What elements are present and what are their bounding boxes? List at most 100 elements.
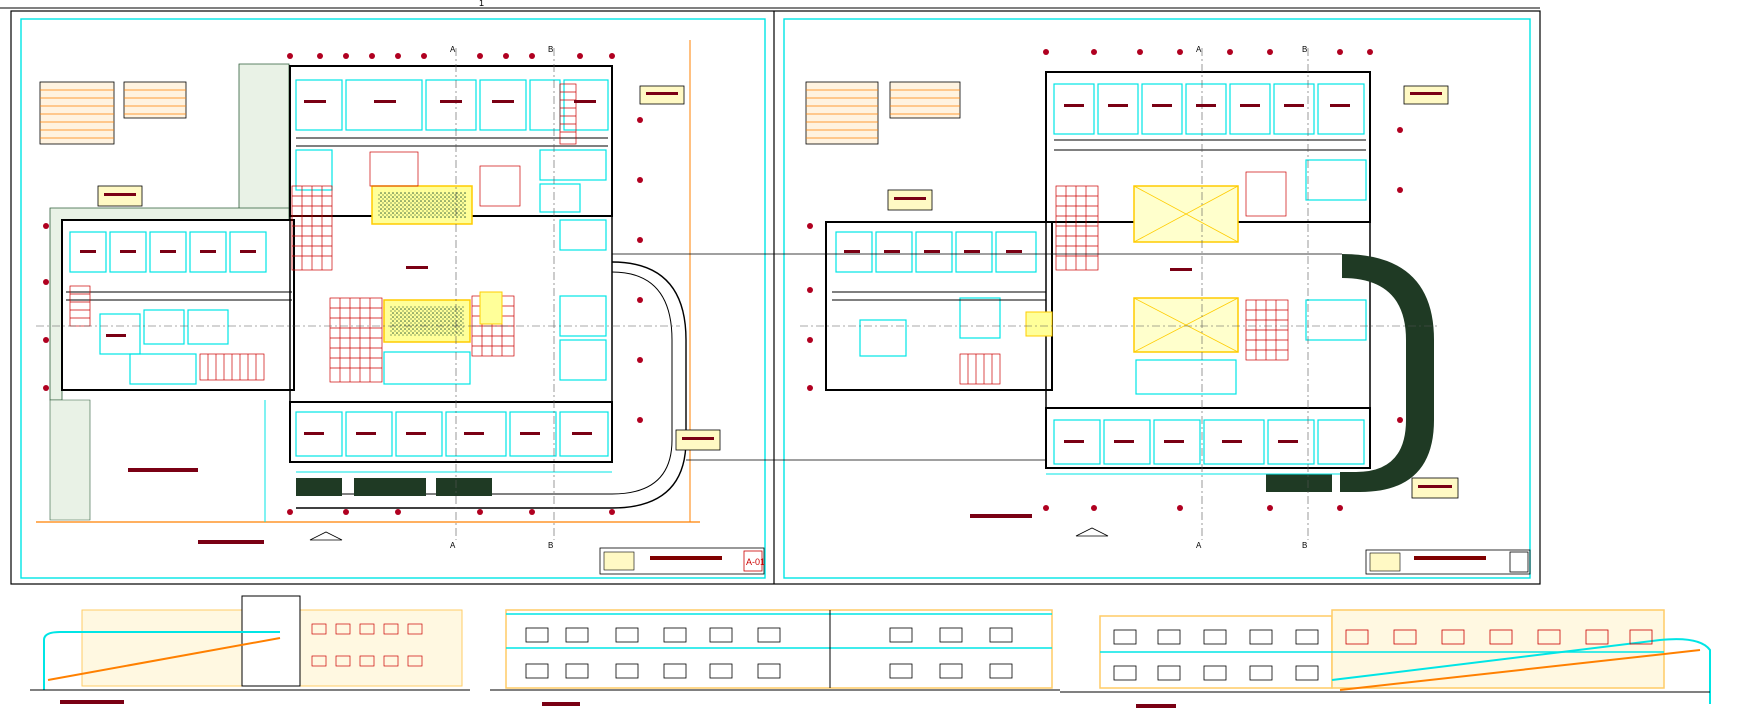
window <box>709 663 733 679</box>
grid-bubble <box>609 509 615 515</box>
room <box>295 149 333 191</box>
grid-bubble <box>637 237 643 243</box>
window <box>1393 629 1417 645</box>
window <box>939 627 963 643</box>
note-text <box>1410 92 1442 95</box>
floor-plan-1: A B A B <box>36 40 765 575</box>
room-tag <box>1152 104 1172 107</box>
logo-seal <box>1369 552 1401 572</box>
window <box>359 623 375 635</box>
title-block <box>599 547 765 575</box>
north-arrow <box>309 531 343 541</box>
room-tag <box>1114 440 1134 443</box>
title-block <box>1365 549 1531 575</box>
toilet-block <box>369 151 419 187</box>
room <box>99 313 141 355</box>
grid-bubble <box>343 509 349 515</box>
tiled-area <box>1055 185 1099 271</box>
room <box>479 79 527 131</box>
window <box>1113 665 1137 681</box>
window <box>615 663 639 679</box>
window <box>1295 629 1319 645</box>
room <box>995 231 1037 273</box>
courtyard-planting <box>390 306 464 336</box>
window <box>1157 629 1181 645</box>
room <box>295 411 343 457</box>
ramp-slope <box>47 637 281 681</box>
window <box>525 627 549 643</box>
window <box>989 627 1013 643</box>
room <box>295 79 343 131</box>
grid-axes-2 <box>800 48 1440 540</box>
courtyard-void-cross <box>1133 185 1239 243</box>
room <box>69 231 107 273</box>
room <box>1305 159 1367 201</box>
room <box>563 79 609 131</box>
title-block-2 <box>1365 549 1531 575</box>
room <box>1053 83 1095 135</box>
grid-bubble <box>317 53 323 59</box>
room <box>955 231 993 273</box>
south-wing-outline <box>1045 407 1371 469</box>
room <box>539 183 581 213</box>
window <box>1441 629 1465 645</box>
room-tags-2 <box>844 104 1350 518</box>
window <box>615 627 639 643</box>
room <box>959 297 1001 339</box>
window <box>1585 629 1609 645</box>
title-block-1: A-01 <box>599 547 765 575</box>
schedule-table <box>805 81 879 145</box>
tile-grid <box>330 298 382 382</box>
window <box>1489 629 1513 645</box>
grid-bubble <box>577 53 583 59</box>
drawing-title-tag <box>198 540 264 544</box>
grid-axes-1 <box>36 48 680 540</box>
north-arrow <box>1075 527 1109 537</box>
ramp-segment <box>436 478 492 496</box>
elevation-1 <box>30 595 470 704</box>
room <box>345 411 393 457</box>
window <box>1203 665 1227 681</box>
elevation-2 <box>490 609 1060 706</box>
stair-treads <box>560 91 576 133</box>
window <box>1249 665 1273 681</box>
note-boxes-2 <box>887 85 1459 499</box>
room-tag <box>406 432 426 435</box>
curved-ramp-inner <box>296 271 673 495</box>
room <box>187 309 229 345</box>
room <box>1317 83 1365 135</box>
grid-bubble <box>343 53 349 59</box>
grid-bubble <box>43 337 49 343</box>
room-tag <box>304 432 324 435</box>
grid-bubble <box>287 53 293 59</box>
ramp-segments-1 <box>296 478 492 496</box>
grid-bubble <box>1043 49 1049 55</box>
sheet-frames: 1 <box>0 0 1541 585</box>
room-tag <box>160 250 176 253</box>
schedule-tables-2 <box>805 81 961 145</box>
room-tag <box>924 250 940 253</box>
landscape-hatch-north <box>238 63 290 221</box>
note-text <box>646 92 678 95</box>
room-tag <box>572 432 592 435</box>
grid-top-label: 1 <box>479 0 484 8</box>
room <box>1267 419 1315 465</box>
window <box>565 627 589 643</box>
room-tags-1 <box>80 100 596 544</box>
east-rooms-1 <box>559 219 607 381</box>
landscape-hatch-sw <box>49 399 91 521</box>
grid-bubble <box>421 53 427 59</box>
west-wing-rooms <box>69 231 267 385</box>
room <box>395 411 443 457</box>
window <box>311 623 327 635</box>
room <box>1229 83 1271 135</box>
sheet-1-border <box>20 18 766 579</box>
window-row <box>311 623 423 667</box>
grid-label-b: B <box>1302 45 1307 54</box>
room-tag <box>964 250 980 253</box>
window <box>663 627 687 643</box>
south-wing-outline <box>289 401 613 463</box>
stair-treads <box>70 293 90 319</box>
room-tag <box>240 250 256 253</box>
